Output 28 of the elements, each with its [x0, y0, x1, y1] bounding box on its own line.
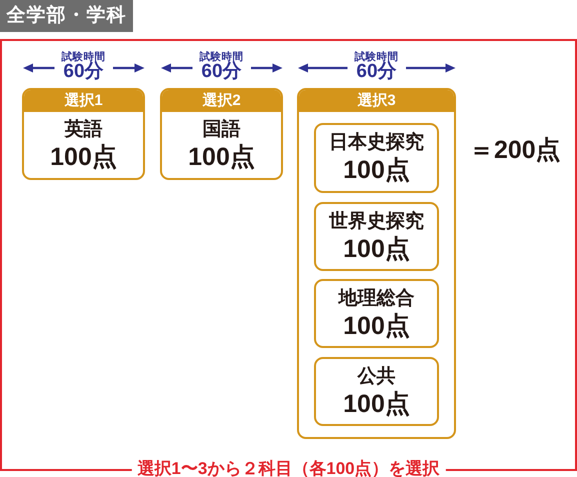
subject-name: 地理総合 — [338, 286, 414, 310]
score-text: 100点 — [343, 310, 410, 340]
score-text: 100点 — [343, 234, 410, 264]
heading-tab: 全学部・学科 — [0, 0, 133, 32]
duration-text: 60分 — [356, 62, 397, 82]
exam-time-label: 試験時間 — [62, 51, 106, 63]
subject-name: 国語 — [202, 118, 240, 142]
score-text: 100点 — [50, 142, 117, 172]
total-score: ＝200点 — [469, 135, 561, 166]
subject-box — [314, 123, 439, 193]
subject-name: 公共 — [358, 364, 396, 388]
score-text: 100点 — [188, 142, 255, 172]
subject-name: 日本史探究 — [329, 131, 424, 155]
exam-time-label: 試験時間 — [354, 51, 398, 63]
duration-text: 60分 — [201, 62, 242, 82]
subject-box — [314, 279, 439, 348]
choice-header: 選択2 — [162, 90, 281, 112]
subject-name: 英語 — [64, 118, 102, 142]
score-text: 100点 — [343, 388, 410, 418]
score-text: 100点 — [343, 155, 410, 185]
subject-box — [314, 357, 439, 426]
choice-header: 選択3 — [299, 90, 454, 112]
frame-caption: 選択1〜3から２科目（各100点）を選択 — [131, 460, 446, 477]
choice-header: 選択1 — [24, 90, 143, 112]
exam-time-label: 試験時間 — [200, 51, 244, 63]
subject-name: 世界史探究 — [329, 210, 424, 234]
subject-box — [314, 202, 439, 271]
duration-text: 60分 — [63, 62, 104, 82]
